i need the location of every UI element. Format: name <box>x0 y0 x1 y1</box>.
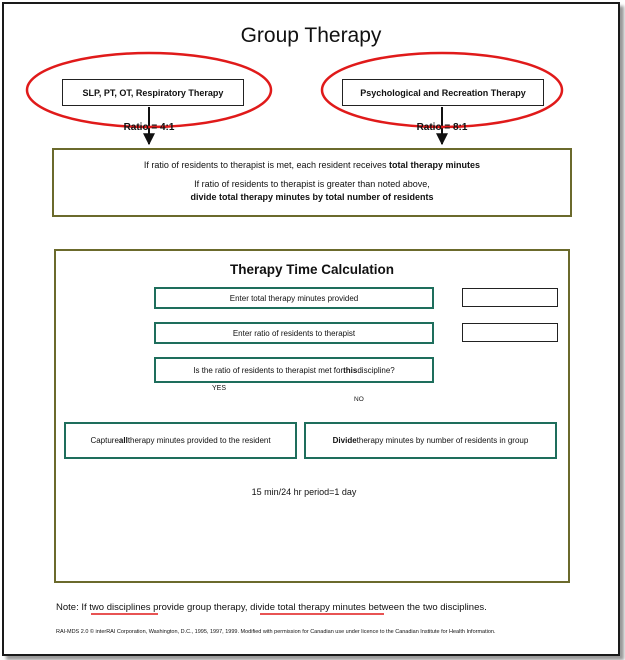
right-p1ba-code: P1bA = <box>416 482 442 492</box>
divide-minutes-box: Divide therapy minutes by number of resi… <box>304 422 557 459</box>
box-psych-recreation: Psychological and Recreation Therapy <box>342 79 544 106</box>
page-title: Group Therapy <box>240 24 382 47</box>
step-question: Is the ratio of residents to therapist m… <box>154 357 434 383</box>
answer-box-ratio <box>462 323 558 342</box>
label-yes: YES <box>212 385 227 392</box>
divide-text: therapy minutes by number of residents i… <box>356 436 529 445</box>
diamond-left-days-label: P1bA = # of days <box>147 478 207 506</box>
credit-line: RAI-MDS 2.0 © interRAI Corporation, Wash… <box>56 629 496 635</box>
calc-title: Therapy Time Calculation <box>229 262 395 277</box>
note-divide-total: divide total therapy minutes <box>250 602 366 613</box>
question-bold: this <box>343 365 358 375</box>
right-p1bb-code: P1bB = <box>416 540 442 550</box>
question-text: Is the ratio of residents to therapist m… <box>193 365 344 375</box>
diamond-right-days-label: P1bA = # of days <box>399 478 459 506</box>
question-suffix: discipline? <box>357 365 395 375</box>
slide: Group Therapy <box>2 2 620 656</box>
info-line-2: If ratio of residents to therapist is gr… <box>194 179 430 189</box>
ratio-right: Ratio = 8:1 <box>416 122 468 133</box>
left-p1bb-desc: # of minutes <box>154 550 200 559</box>
info-line-1-text: If ratio of residents to therapist is me… <box>143 160 390 170</box>
note: Note: If two disciplines provide group t… <box>56 602 596 613</box>
right-p1ba-desc: # of days <box>412 492 446 501</box>
step-enter-minutes: Enter total therapy minutes provided <box>154 287 434 309</box>
right-p1bb-desc: # of minutes <box>406 550 452 559</box>
left-p1ba-code: P1bA = <box>164 482 190 492</box>
left-p1bb-code: P1bB = <box>164 540 190 550</box>
answer-box-minutes <box>462 288 558 307</box>
note-mid: provide group therapy, <box>150 602 251 613</box>
left-p1ba-desc: # of days <box>160 492 194 501</box>
diamond-right-minutes-label: P1bB = # of minutes <box>399 536 459 564</box>
highlight-ellipse-right <box>320 51 564 129</box>
highlight-ellipse-left <box>25 51 273 129</box>
step-enter-ratio: Enter ratio of residents to therapist <box>154 322 434 344</box>
capture-all-box: Capture all therapy minutes provided to … <box>64 422 297 459</box>
info-line-3: divide total therapy minutes by total nu… <box>190 192 434 202</box>
label-no: NO <box>354 396 364 403</box>
box-slp-pt-ot: SLP, PT, OT, Respiratory Therapy <box>62 79 244 106</box>
divide-bold: Divide <box>332 436 357 445</box>
diamond-left-minutes-label: P1bB = # of minutes <box>147 536 207 564</box>
info-line-1: If ratio of residents to therapist is me… <box>54 160 570 170</box>
ratio-left: Ratio = 4:1 <box>123 122 175 133</box>
capture-bold: all <box>118 436 128 445</box>
capture-text: Capture <box>90 436 119 445</box>
note-prefix: Note: If <box>56 602 90 613</box>
capture-suffix: therapy minutes provided to the resident <box>127 436 271 445</box>
period-label: 15 min/24 hr period=1 day <box>251 487 357 497</box>
note-suffix: between the two disciplines. <box>365 602 487 613</box>
note-two-disciplines: two disciplines <box>89 602 151 613</box>
ratio-info-box: If ratio of residents to therapist is me… <box>52 148 572 217</box>
info-line-1-bold: total therapy minutes <box>389 160 481 170</box>
